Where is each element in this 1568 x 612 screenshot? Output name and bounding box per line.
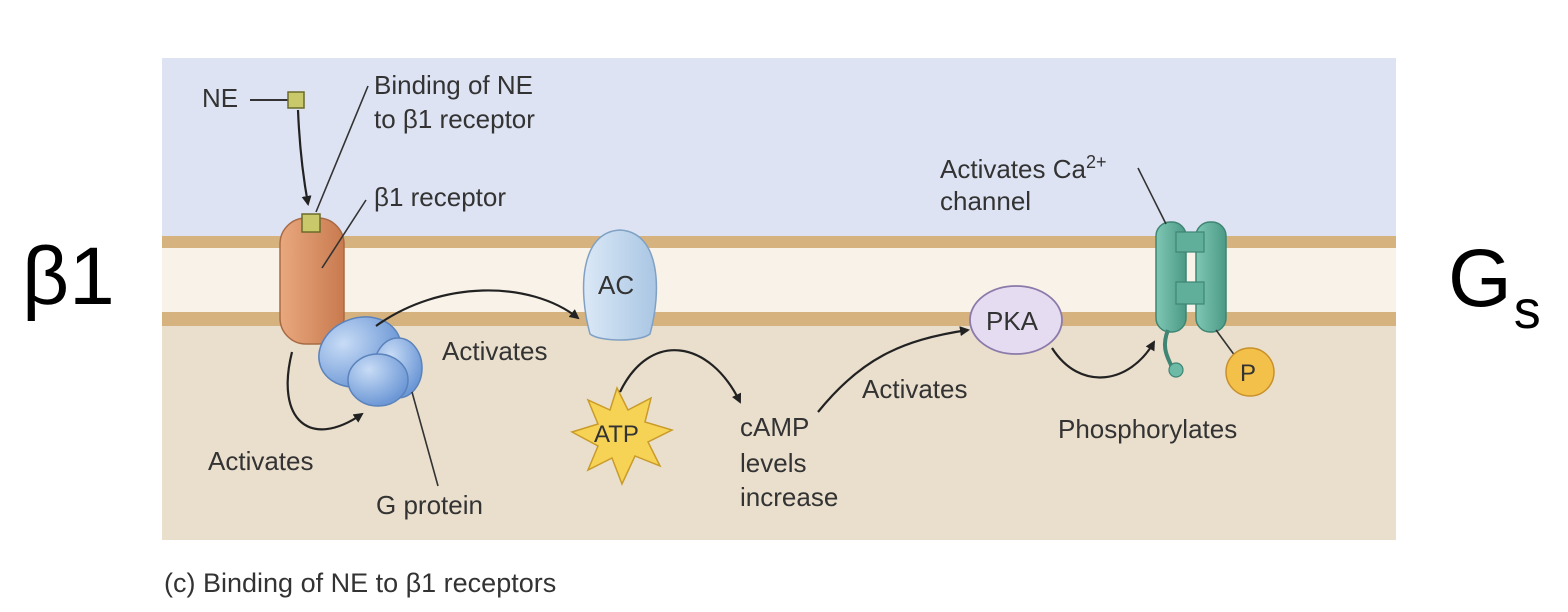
ne-label: NE [202, 83, 238, 113]
gs-subscript: s [1513, 280, 1541, 340]
adenylyl-cyclase [582, 229, 658, 341]
caption-tag: (c) [164, 568, 196, 598]
activates-g-protein-arrow [286, 351, 364, 431]
phosphate-group [1225, 347, 1275, 397]
caption-text: Binding of NE to β1 receptors [203, 568, 557, 598]
binding-label-line1: Binding of NE [374, 70, 533, 100]
calcium-channel [1155, 221, 1239, 378]
camp-to-pka-arrow [817, 326, 970, 413]
pka-label: PKA [986, 306, 1039, 336]
phosphorylates-label: Phosphorylates [1058, 414, 1237, 444]
receptor-label: β1 receptor [374, 182, 506, 212]
figure-caption: (c) Binding of NE to β1 receptors [164, 568, 556, 599]
membrane-inner-band [162, 312, 1396, 326]
gs-main-text: G [1448, 233, 1512, 324]
activates-label-3: Activates [862, 374, 968, 404]
camp-line1: cAMP [740, 412, 809, 442]
gs-side-label: Gs [1448, 238, 1541, 338]
binding-leader-line [315, 85, 369, 213]
g-protein-leader-line [411, 391, 439, 487]
atp-to-camp-arrow [619, 349, 742, 404]
binding-label-line2: to β1 receptor [374, 104, 535, 134]
ne-ligand-square [287, 91, 305, 109]
ca-channel-label-line1: Activates Ca2+ [940, 152, 1106, 184]
ca-channel-leader-line [1137, 167, 1167, 225]
ne-binding-arrow [296, 109, 312, 206]
pka-enzyme [969, 285, 1063, 355]
extracellular-region [162, 58, 1396, 236]
phosphorylates-arrow [1051, 340, 1155, 379]
atp-burst [570, 386, 675, 486]
phosphate-label: P [1240, 360, 1256, 387]
ca-superscript: 2+ [1086, 152, 1107, 172]
beta1-receptor [279, 217, 345, 345]
g-protein-label: G protein [376, 490, 483, 520]
g-protein [318, 316, 423, 407]
ca-channel-label-line2: channel [940, 186, 1031, 216]
receptor-leader-line [321, 199, 367, 269]
membrane-outer-band [162, 236, 1396, 248]
beta1-side-label: β1 [22, 231, 115, 322]
ne-bound-square [301, 213, 321, 233]
atp-label: ATP [594, 421, 639, 448]
camp-line2: levels [740, 448, 806, 478]
activates-label-2: Activates [442, 336, 548, 366]
activates-label-1: Activates [208, 446, 314, 476]
ac-label: AC [598, 270, 634, 300]
camp-line3: increase [740, 482, 838, 512]
activates-ac-arrow [375, 289, 580, 327]
